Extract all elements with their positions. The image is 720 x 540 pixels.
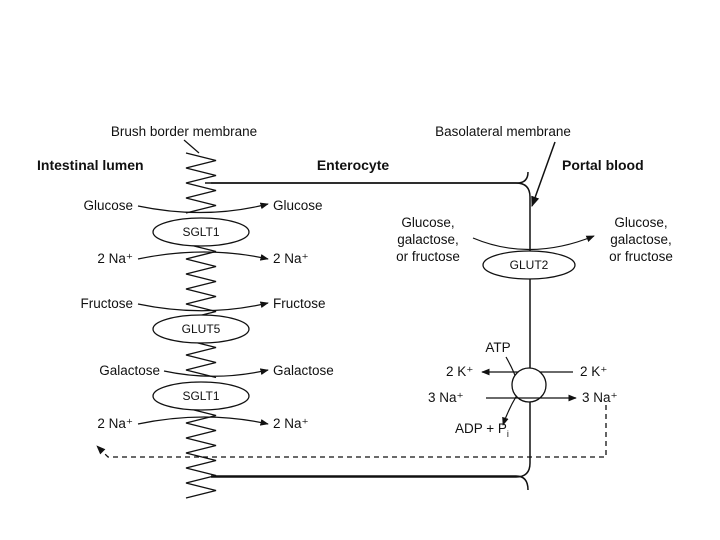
atp-label: ATP xyxy=(485,340,510,355)
glut2-substrate-blood-line-3: or fructose xyxy=(609,249,673,264)
glut2-substrate-cell-line-3: or fructose xyxy=(396,249,460,264)
cell-top-outline xyxy=(205,171,529,184)
glucose-cell-label: Glucose xyxy=(273,198,323,213)
sodium-blood-label: 3 Na⁺ xyxy=(582,390,618,405)
brush-border-pointer xyxy=(183,139,200,154)
sodium-lumen-label-2: 2 Na⁺ xyxy=(97,416,133,431)
portal-blood-label: Portal blood xyxy=(562,157,644,173)
galactose-cell-label: Galactose xyxy=(273,363,334,378)
glut2-substrate-blood-line-2: galactose, xyxy=(610,232,672,247)
fructose-cell-label: Fructose xyxy=(273,296,326,311)
glut5-label: GLUT5 xyxy=(182,322,221,336)
brush-border-membrane xyxy=(185,152,217,499)
fructose-lumen-label: Fructose xyxy=(80,296,133,311)
sglt1-transporter-top xyxy=(152,217,250,247)
sodium-arrow-1 xyxy=(137,251,269,261)
microvilli-segment-4 xyxy=(185,407,217,499)
glut2-label: GLUT2 xyxy=(510,258,549,272)
cell-bottom-outline xyxy=(211,475,529,491)
potassium-cell-label: 2 K⁺ xyxy=(446,364,473,379)
glut2-arrow xyxy=(472,235,595,251)
galactose-lumen-label: Galactose xyxy=(99,363,160,378)
fructose-arrow xyxy=(137,301,269,312)
glucose-arrow xyxy=(137,202,269,214)
basolateral-label: Basolateral membrane xyxy=(435,124,571,139)
microvilli-segment-1 xyxy=(185,152,217,214)
basolateral-pointer xyxy=(531,141,556,207)
glut5-transporter xyxy=(152,314,250,344)
na-k-atpase-pump xyxy=(511,367,547,403)
potassium-blood-label: 2 K⁺ xyxy=(580,364,607,379)
sodium-cell-label-2: 2 Na⁺ xyxy=(273,416,309,431)
glut2-transporter xyxy=(482,250,576,280)
sodium-recycling-path xyxy=(96,405,607,458)
galactose-arrow xyxy=(163,368,269,377)
sodium-arrow-2 xyxy=(137,416,269,426)
adp-pi-label: ADP + Pi xyxy=(455,421,509,439)
intestinal-lumen-label: Intestinal lumen xyxy=(37,157,144,173)
glut2-substrate-cell-line-1: Glucose, xyxy=(401,215,454,230)
glut2-substrate-blood-line-1: Glucose, xyxy=(614,215,667,230)
sglt1-transporter-bottom xyxy=(152,381,250,411)
microvilli-segment-3 xyxy=(185,339,217,379)
brush-border-label: Brush border membrane xyxy=(111,124,257,139)
sodium-cell-label-1: 2 Na⁺ xyxy=(273,251,309,266)
sglt1-label-bottom: SGLT1 xyxy=(182,389,219,403)
glucose-lumen-label: Glucose xyxy=(83,198,133,213)
sglt1-label-top: SGLT1 xyxy=(182,225,219,239)
enterocyte-label: Enterocyte xyxy=(317,157,390,173)
sodium-cell-label-3: 3 Na⁺ xyxy=(428,390,464,405)
sodium-lumen-label-1: 2 Na⁺ xyxy=(97,251,133,266)
microvilli-segment-2 xyxy=(185,243,217,320)
glut2-substrate-cell-line-2: galactose, xyxy=(397,232,459,247)
